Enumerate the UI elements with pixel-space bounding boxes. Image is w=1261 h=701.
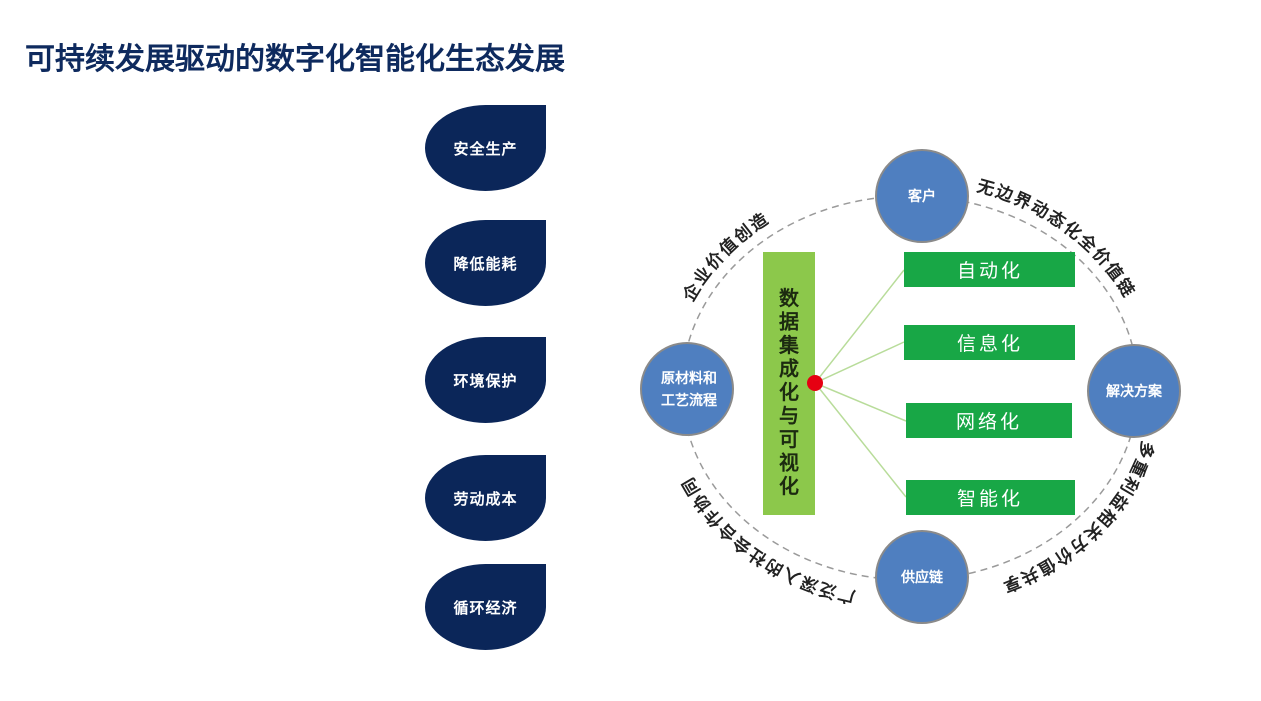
box-informatization (904, 325, 1075, 360)
bar-char: 数 (779, 286, 800, 310)
box-intelligence (906, 480, 1075, 515)
node-supply-chain-label: 供应链 (900, 569, 944, 586)
goal-environment: 环境保护 (425, 337, 546, 423)
node-customer (875, 149, 969, 243)
page-title: 可持续发展驱动的数字化智能化生态发展 (25, 42, 565, 77)
node-materials-process (640, 342, 734, 436)
bar-char: 据 (779, 310, 799, 334)
box-informatization-label: 信息化 (957, 333, 1023, 355)
data-integration-bar (763, 252, 815, 515)
node-solution (1087, 344, 1181, 438)
data-integration-label: 数据集成化与可视化 (778, 286, 800, 498)
node-supply-chain (875, 530, 969, 624)
node-materials-label-2: 工艺流程 (661, 392, 717, 409)
arc-label-top-left: 企业价值创造 (678, 209, 773, 306)
box-intelligence-label: 智能化 (957, 488, 1023, 510)
goal-energy: 降低能耗 (425, 220, 546, 306)
goal-labor-cost: 劳动成本 (425, 455, 546, 541)
bar-char: 化 (779, 474, 799, 498)
box-automation-label: 自动化 (957, 260, 1023, 282)
node-customer-label: 客户 (907, 188, 936, 205)
node-solution-label: 解决方案 (1106, 383, 1163, 400)
bar-char: 集 (778, 333, 800, 357)
node-materials-label-1: 原材料和 (661, 370, 717, 387)
bar-char: 化 (779, 380, 799, 404)
bar-char: 与 (779, 404, 799, 428)
bar-char: 可 (779, 427, 799, 451)
box-networking (906, 403, 1072, 438)
goal-circular-economy: 循环经济 (425, 564, 546, 650)
bar-char: 视 (779, 451, 799, 475)
connector-lines (814, 269, 907, 498)
box-automation (904, 252, 1075, 287)
bar-char: 成 (779, 357, 799, 381)
box-networking-label: 网络化 (956, 411, 1022, 433)
hub-dot (807, 375, 823, 391)
goal-safety: 安全生产 (425, 105, 546, 191)
